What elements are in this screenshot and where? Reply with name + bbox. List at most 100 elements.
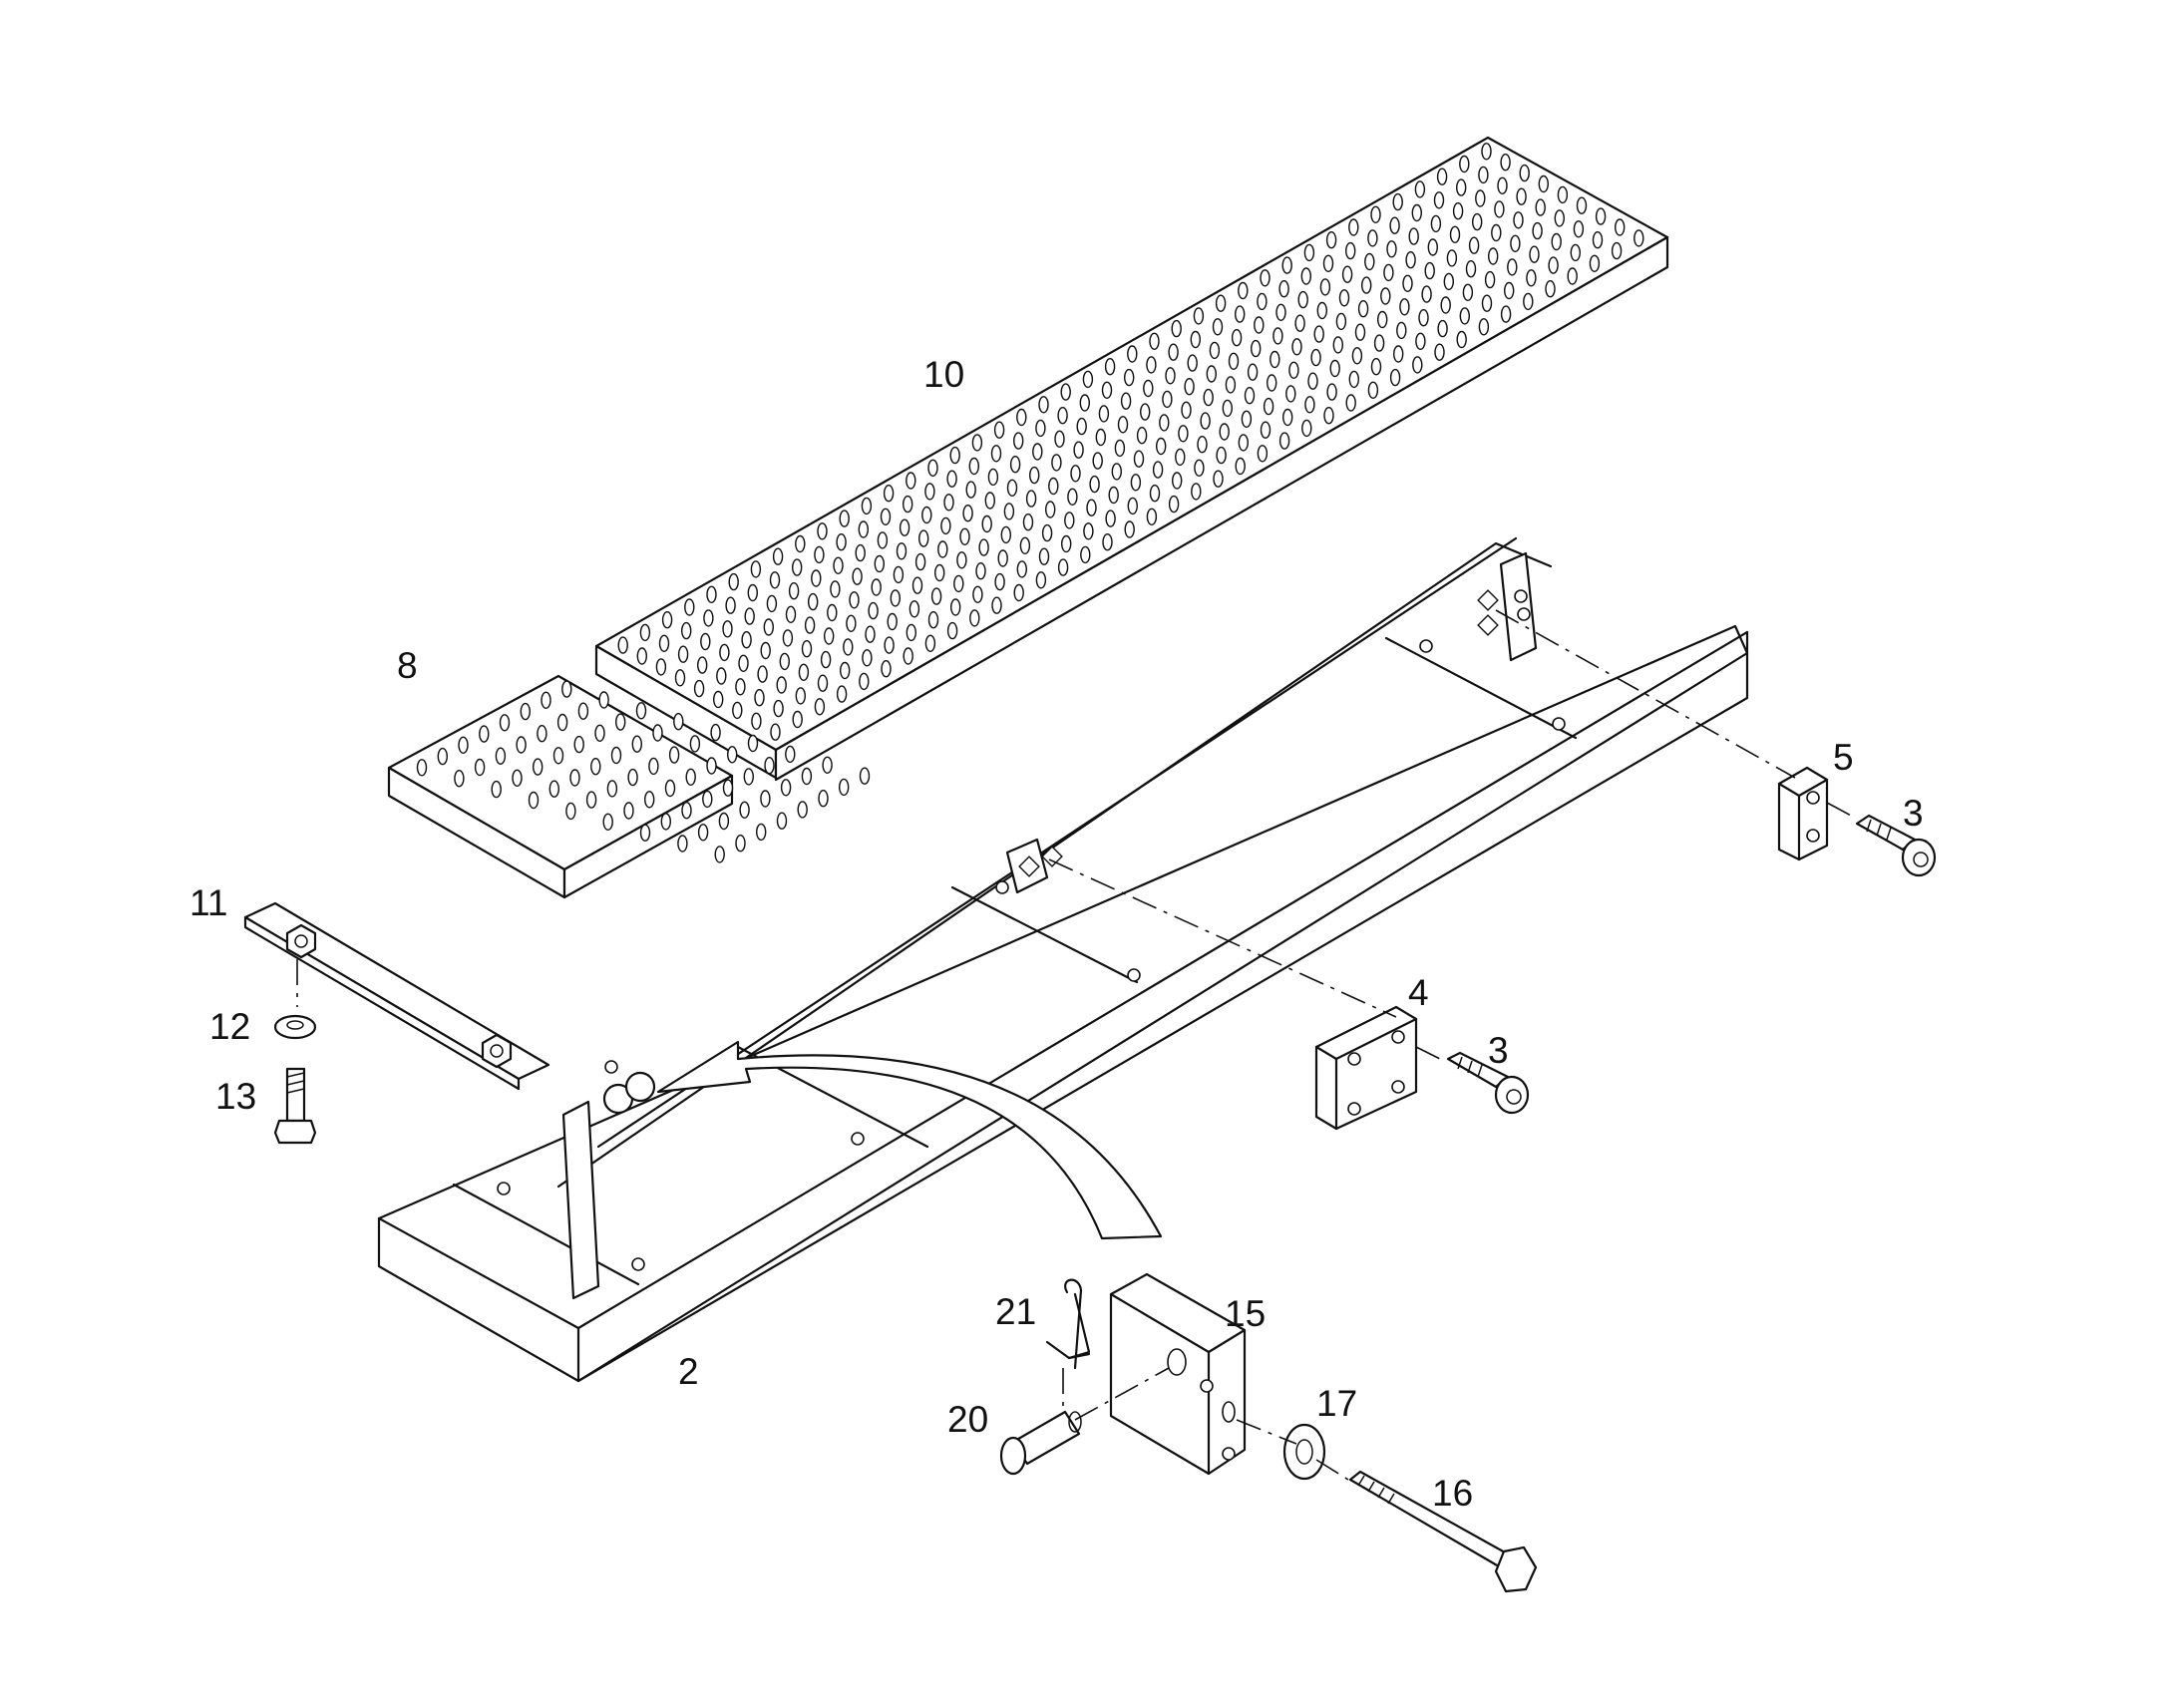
grating-slot	[1120, 392, 1132, 410]
grating-slot	[1503, 281, 1515, 300]
grating-slot	[1459, 155, 1470, 173]
callout-15: 15	[1225, 1293, 1266, 1334]
grating-slot	[1257, 445, 1269, 463]
grating-slot	[1573, 220, 1585, 238]
grating-slot	[776, 812, 788, 830]
grating-slot	[1325, 230, 1337, 249]
grating-slot	[627, 768, 638, 787]
grating-slot	[811, 569, 822, 587]
grating-slot	[1478, 318, 1490, 336]
grating-slot	[773, 699, 784, 718]
grating-slot	[766, 594, 778, 613]
grating-slot	[769, 571, 781, 589]
grating-slot	[1146, 356, 1157, 374]
grating-slot	[1304, 396, 1315, 414]
grating-slot	[1165, 367, 1176, 385]
grating-slot	[1367, 229, 1378, 247]
grating-slot	[858, 520, 869, 538]
grating-slot	[552, 747, 564, 765]
grating-slot	[1019, 536, 1031, 554]
grating-slot	[833, 556, 844, 574]
grating-slot	[808, 592, 819, 611]
grating-slot	[573, 735, 584, 754]
grating-slot	[1554, 209, 1566, 227]
grating-slot	[1209, 341, 1221, 360]
grating-slot	[1013, 432, 1024, 450]
grating-slot	[927, 611, 939, 629]
grating-slot	[577, 702, 589, 720]
grating-slot	[883, 485, 895, 503]
grating-slot	[565, 802, 576, 821]
grating-slot	[590, 758, 601, 776]
grating-slot	[1101, 381, 1113, 399]
grating-slot	[1348, 218, 1359, 236]
grating-slot	[760, 641, 771, 660]
grating-slot	[594, 724, 605, 742]
grating-slot	[702, 790, 713, 809]
grating-slot	[713, 690, 724, 709]
grating-slot	[1455, 178, 1467, 196]
grating-slot	[1456, 330, 1467, 349]
grating-slot	[880, 508, 892, 525]
grating-slot	[818, 790, 829, 808]
grating-slot	[479, 725, 490, 743]
grating-slot	[1481, 143, 1492, 161]
grating-slot	[1260, 421, 1272, 439]
grating-slot	[1060, 383, 1071, 401]
axis-line-screw-3a	[1826, 802, 1856, 819]
grating-slot	[849, 591, 860, 609]
grating-slot	[1376, 310, 1388, 329]
grating-slot	[747, 734, 759, 753]
grating-slot	[1073, 441, 1084, 459]
grating-slot	[598, 691, 609, 709]
grating-slot	[1200, 412, 1211, 430]
grating-slot	[1216, 446, 1227, 465]
grating-slot	[1114, 439, 1126, 458]
grating-slot	[906, 623, 916, 642]
grating-slot	[491, 780, 502, 799]
grating-slot	[817, 522, 828, 540]
grating-slot	[1152, 461, 1164, 479]
grating-slot	[1351, 347, 1363, 365]
grating-slot	[1494, 200, 1505, 218]
grating-slot	[1548, 256, 1559, 274]
grating-slot	[1332, 336, 1344, 354]
grating-slot	[1082, 370, 1094, 389]
grating-slot	[1345, 394, 1356, 412]
grating-slot	[602, 813, 613, 831]
grating-slot	[1291, 338, 1302, 356]
grating-slot	[617, 636, 628, 654]
grating-slot	[703, 609, 714, 627]
callout-11: 11	[189, 882, 227, 923]
grating-slot	[728, 572, 739, 591]
grating-slot	[474, 758, 486, 777]
grating-slot	[1263, 397, 1274, 416]
axis-line-screw-3b	[1415, 1046, 1447, 1063]
grating-slot	[1190, 330, 1202, 349]
grating-slot	[874, 554, 885, 573]
grating-slot	[1250, 339, 1262, 358]
grating-slot	[1168, 343, 1179, 361]
axis-line-pin	[1074, 1367, 1170, 1421]
grating-slot	[839, 778, 850, 797]
grating-slots-short	[416, 680, 871, 863]
grating-slot	[685, 768, 696, 786]
grating-slot	[1025, 490, 1037, 508]
grating-slot	[1475, 189, 1486, 207]
grating-slot	[1038, 396, 1049, 414]
grating-slot	[906, 472, 916, 490]
grating-slot	[1389, 368, 1401, 387]
grating-slot	[827, 603, 838, 622]
grating-slot	[852, 567, 863, 585]
grating-slot	[674, 669, 686, 687]
grating-slot	[780, 779, 792, 797]
grating-slot	[1297, 290, 1308, 309]
callout-3-upper: 3	[1903, 793, 1924, 834]
grating-slot	[1392, 192, 1403, 211]
grating-slot	[635, 702, 647, 720]
grating-slot	[1294, 314, 1305, 332]
grating-slot	[743, 768, 754, 786]
grating-slot	[756, 823, 767, 842]
grating-slot	[1171, 319, 1182, 338]
grating-slot	[718, 812, 730, 831]
